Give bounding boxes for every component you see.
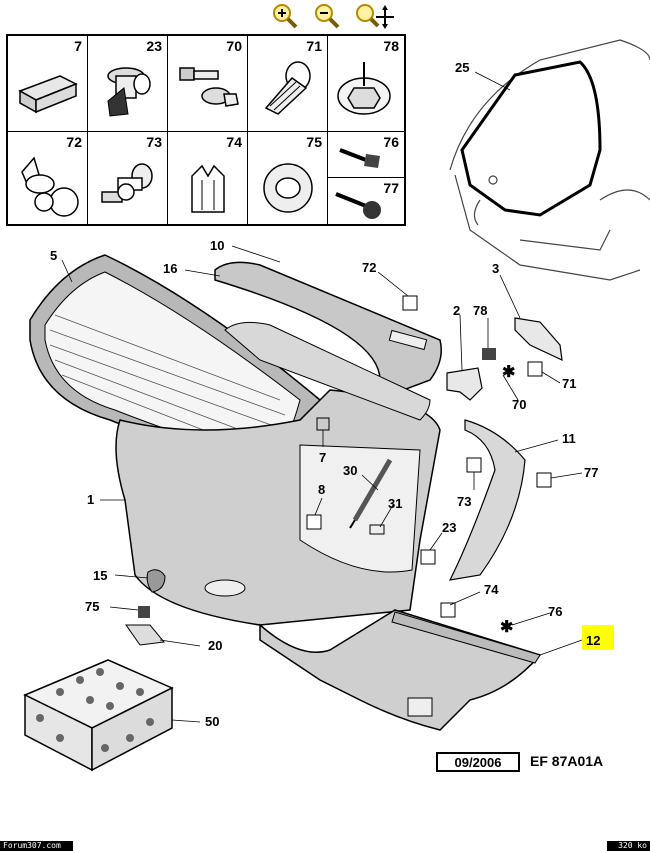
callout-70: 70 [512,397,526,412]
callout-8: 8 [318,482,325,497]
footer-site: Forum307.com [0,841,73,851]
legend-cell-71: 71 [248,36,328,132]
highlighted-callout-12: 12 [586,633,600,648]
legend-cell-76: 76 [328,132,404,178]
callout-30: 30 [343,463,357,478]
fastener-75-icon [138,606,150,618]
rear-window-glass [29,254,321,481]
callout-11: 11 [562,431,576,446]
legend-cell-73: 73 [88,132,168,224]
fastener-78-icon [482,348,496,360]
callout-31: 31 [388,496,402,511]
diagram-reference: EF 87A01A [530,753,604,769]
fastener-31-icon [369,524,385,535]
bracket [514,317,563,362]
zoom-move-icon[interactable] [354,2,394,30]
callout-2: 2 [453,303,460,318]
zoom-out-icon[interactable] [313,2,341,30]
callout-numbers: 25 5 16 10 72 3 2 78 71 70 11 77 7 30 31… [50,60,600,729]
callout-20: 20 [208,638,222,653]
bracket-clip-icon [191,164,225,213]
callout-77: 77 [584,465,598,480]
lower-trim-panel [259,609,542,731]
legend-cell-77: 77 [328,178,404,224]
car-rear-illustration [449,39,650,281]
badge [146,569,166,593]
screw-icon [339,148,380,168]
callout-16: 16 [163,261,177,276]
pin-clip-icon [101,163,153,203]
grommet-icon [263,163,313,213]
callout-50: 50 [205,714,219,729]
footer-size: 320 ko [607,841,650,851]
washer-nut-icon [337,62,391,115]
toolbar [0,0,650,32]
zoom-in-icon[interactable] [271,2,299,30]
callout-75: 75 [85,599,99,614]
legend-cell-75: 75 [248,132,328,224]
legend-cell-74: 74 [168,132,248,224]
push-clip-icon [264,61,311,115]
callout-1: 1 [87,492,94,507]
leader-lines [61,71,583,723]
hinge [446,367,483,401]
fastener-70-icon: ✱ [502,364,515,381]
side-trim [448,419,526,581]
callout-15: 15 [93,568,107,583]
callout-76: 76 [548,604,562,619]
callout-78: 78 [473,303,487,318]
plate-light [125,624,165,646]
callout-25: 25 [455,60,469,75]
block-clip-icon [18,75,78,114]
legend-cell-70: 70 [168,36,248,132]
callout-10: 10 [210,238,224,253]
gas-strut [349,458,393,529]
callout-23: 23 [442,520,456,535]
callout-5: 5 [50,248,57,263]
callout-7: 7 [319,450,326,465]
fastener-legend: 7 23 70 71 78 [6,34,406,226]
callout-74: 74 [484,582,499,597]
fastener-76-icon: ✱ [500,619,513,636]
legend-cell-7: 7 [8,36,88,132]
callout-72: 72 [362,260,376,275]
date-stamp: 09/2006 [436,752,520,772]
screw-nut-icon [179,67,239,107]
legend-cell-72: 72 [8,132,88,224]
highlight-box-12 [582,625,614,650]
round-clip-icon [21,156,79,217]
spoiler [214,261,442,421]
callout-71: 71 [562,376,576,391]
legend-cell-23: 23 [88,36,168,132]
bolt-icon [335,192,381,219]
rivet-clip-icon [107,67,151,117]
legend-cell-78: 78 [328,36,404,132]
callout-3: 3 [492,261,499,276]
callout-73: 73 [457,494,471,509]
fastener-kit-box [23,659,174,772]
